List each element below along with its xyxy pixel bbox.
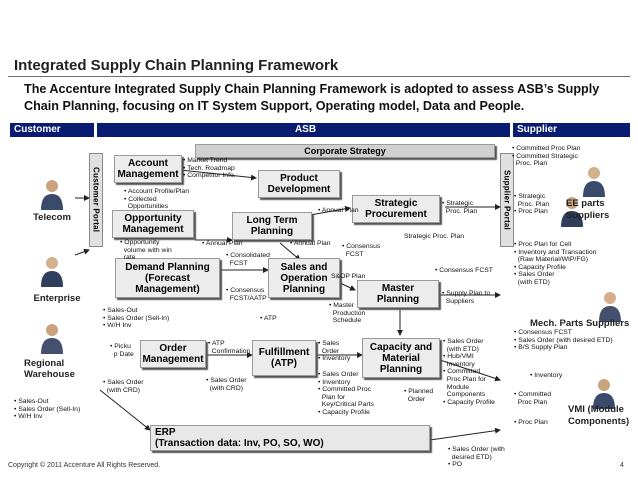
note-pickup-date: • Picku p Date — [110, 343, 134, 358]
committed-supplier-person-icon — [583, 167, 605, 197]
asb-header: ASB — [97, 123, 510, 137]
account-management-box: Account Management — [114, 155, 182, 183]
note-strategic-proc-plan-1: • Strategic Proc. Plan — [442, 200, 478, 215]
arrow-sop-master — [339, 282, 356, 291]
arrow-account-product — [179, 169, 257, 181]
fulfillment-box: Fulfillment (ATP) — [252, 340, 316, 376]
note-annual-plan-2: • Annual Plan — [202, 240, 243, 247]
note-sales-order-block: • Sales Order • Inventory • Committed Pr… — [318, 371, 374, 416]
note-strategic-proc-plan-sup: • Strategic Proc. Plan • Proc Plan — [514, 193, 550, 216]
capacity-material-planning-box: Capacity and Material Planning — [362, 338, 440, 378]
note-sop-plan: S&OP Plan — [331, 273, 366, 280]
arrow-longterm-strategic — [309, 205, 351, 216]
sales-operation-planning-box: Sales and Operation Planning — [268, 258, 340, 298]
long-term-planning-box: Long Term Planning — [232, 212, 312, 240]
vmi-supplier-person-icon — [593, 379, 615, 409]
note-sales-order-crd-1: • Sales Order (with CRD) — [103, 379, 144, 394]
arrow-capacity-supplier — [439, 359, 501, 382]
page-subtitle: The Accenture Integrated Supply Chain Pl… — [24, 82, 600, 113]
note-supply-plan-to: • Supply Plan to Suppliers — [442, 290, 491, 305]
supplier-portal: Supplier Portal — [500, 153, 514, 247]
note-strategic-proc-plan-2: Strategic Proc. Plan — [404, 233, 465, 240]
page-title: Integrated Supply Chain Planning Framewo… — [14, 57, 339, 74]
note-sales-order-etd-po: • Sales Order (with desired ETD) • PO — [448, 446, 505, 469]
note-consensus-fcst-aatp: • Consensus FCST/AATP — [226, 287, 267, 302]
regional-warehouse-person-icon — [41, 324, 63, 354]
ee-parts-suppliers-label: EE parts Suppliers — [566, 198, 610, 221]
order-management-box: Order Management — [140, 340, 206, 368]
arrow-longterm-sop — [279, 242, 301, 261]
mech-supplier-person-icon — [599, 292, 621, 322]
note-master-production: • Master Production Schedule — [329, 302, 366, 325]
note-sales-out-2: • Sales-Out • Sales Order (Sell-In) • W/… — [14, 398, 81, 421]
enterprise-person-icon — [41, 257, 63, 287]
strategic-procurement-box: Strategic Procurement — [352, 195, 440, 223]
customer-header: Customer — [10, 123, 94, 137]
note-annual-plan-1: • Annual Plan — [318, 207, 359, 214]
mech-parts-suppliers-label: Mech. Parts Suppliers — [530, 318, 630, 329]
note-opportunity-volume: • Opportunity volume with win rate — [120, 239, 172, 262]
note-sales-order-inv: • Sales Order • Inventory — [318, 340, 351, 363]
corporate-strategy-box: Corporate Strategy — [195, 144, 495, 158]
vmi-label: VMI (Module Components) — [568, 404, 630, 427]
note-atp-confirmation: • ATP Confirmation — [208, 340, 251, 355]
note-sales-order-etd: • Sales Order (with ETD) • Hub/VMI Inven… — [443, 338, 495, 406]
note-consolidated-fcst: • Consolidated FCST — [226, 252, 270, 267]
title-divider — [8, 76, 630, 77]
copyright: Copyright © 2011 Accenture All Rights Re… — [8, 462, 161, 469]
page-number: 4 — [620, 462, 624, 469]
arrow-enterprise-portal — [74, 248, 90, 256]
master-planning-box: Master Planning — [357, 280, 439, 308]
telecom-label: Telecom — [33, 212, 71, 223]
arrow-customer-erp — [99, 389, 151, 431]
telecom-person-icon — [41, 180, 63, 210]
note-atp-1: • ATP — [260, 315, 277, 322]
supplier-header-label: Supplier — [517, 124, 558, 135]
note-proc-plan-cell: • Proc Plan for Cell • Inventory and Tra… — [514, 241, 597, 286]
note-committed-proc-plan-2: • Committed Proc Plan — [514, 391, 552, 406]
enterprise-label: Enterprise — [33, 293, 81, 304]
opportunity-management-box: Opportunity Management — [112, 210, 194, 238]
supplier-portal-label: Supplier Portal — [502, 170, 512, 230]
ee-supplier-person-icon — [561, 197, 583, 227]
demand-planning-box: Demand Planning (Forecast Management) — [115, 258, 220, 298]
note-consensus-fcst-1: • Consensus FCST — [342, 243, 381, 258]
note-committed-proc-plan: • Committed Proc Plan • Committed Strate… — [512, 145, 581, 168]
note-inventory-sup: • Inventory — [530, 372, 563, 379]
supplier-header: Supplier — [513, 123, 630, 137]
product-development-box: Product Development — [258, 170, 340, 198]
note-proc-plan-sup: • Proc Plan — [514, 419, 548, 426]
note-planned-order: • Planned Order — [404, 388, 434, 403]
customer-portal-label: Customer Portal — [91, 167, 101, 233]
note-sales-order-crd-2: • Sales Order (with CRD) — [206, 377, 247, 392]
note-market-trend: • Market Trend • Tech. Roadmap • Competi… — [183, 157, 236, 180]
note-account-profile: • Account Profile/Plan • Collected Oppor… — [124, 188, 190, 211]
note-sales-out-1: • Sales-Out • Sales Order (Sell-In) • W/… — [103, 307, 170, 330]
asb-header-label: ASB — [294, 124, 317, 135]
regional-warehouse-label: Regional Warehouse — [24, 358, 75, 380]
note-consensus-fcst-sup: • Consensus FCST • Sales Order (with des… — [514, 329, 613, 352]
note-consensus-fcst-2: • Consensus FCST — [435, 267, 493, 274]
note-annual-plan-3: • Annual Plan — [290, 240, 331, 247]
erp-box: ERP (Transaction data: Inv, PO, SO, WO) — [150, 425, 430, 451]
arrow-erp-supplier — [429, 427, 501, 441]
customer-header-label: Customer — [14, 124, 61, 135]
